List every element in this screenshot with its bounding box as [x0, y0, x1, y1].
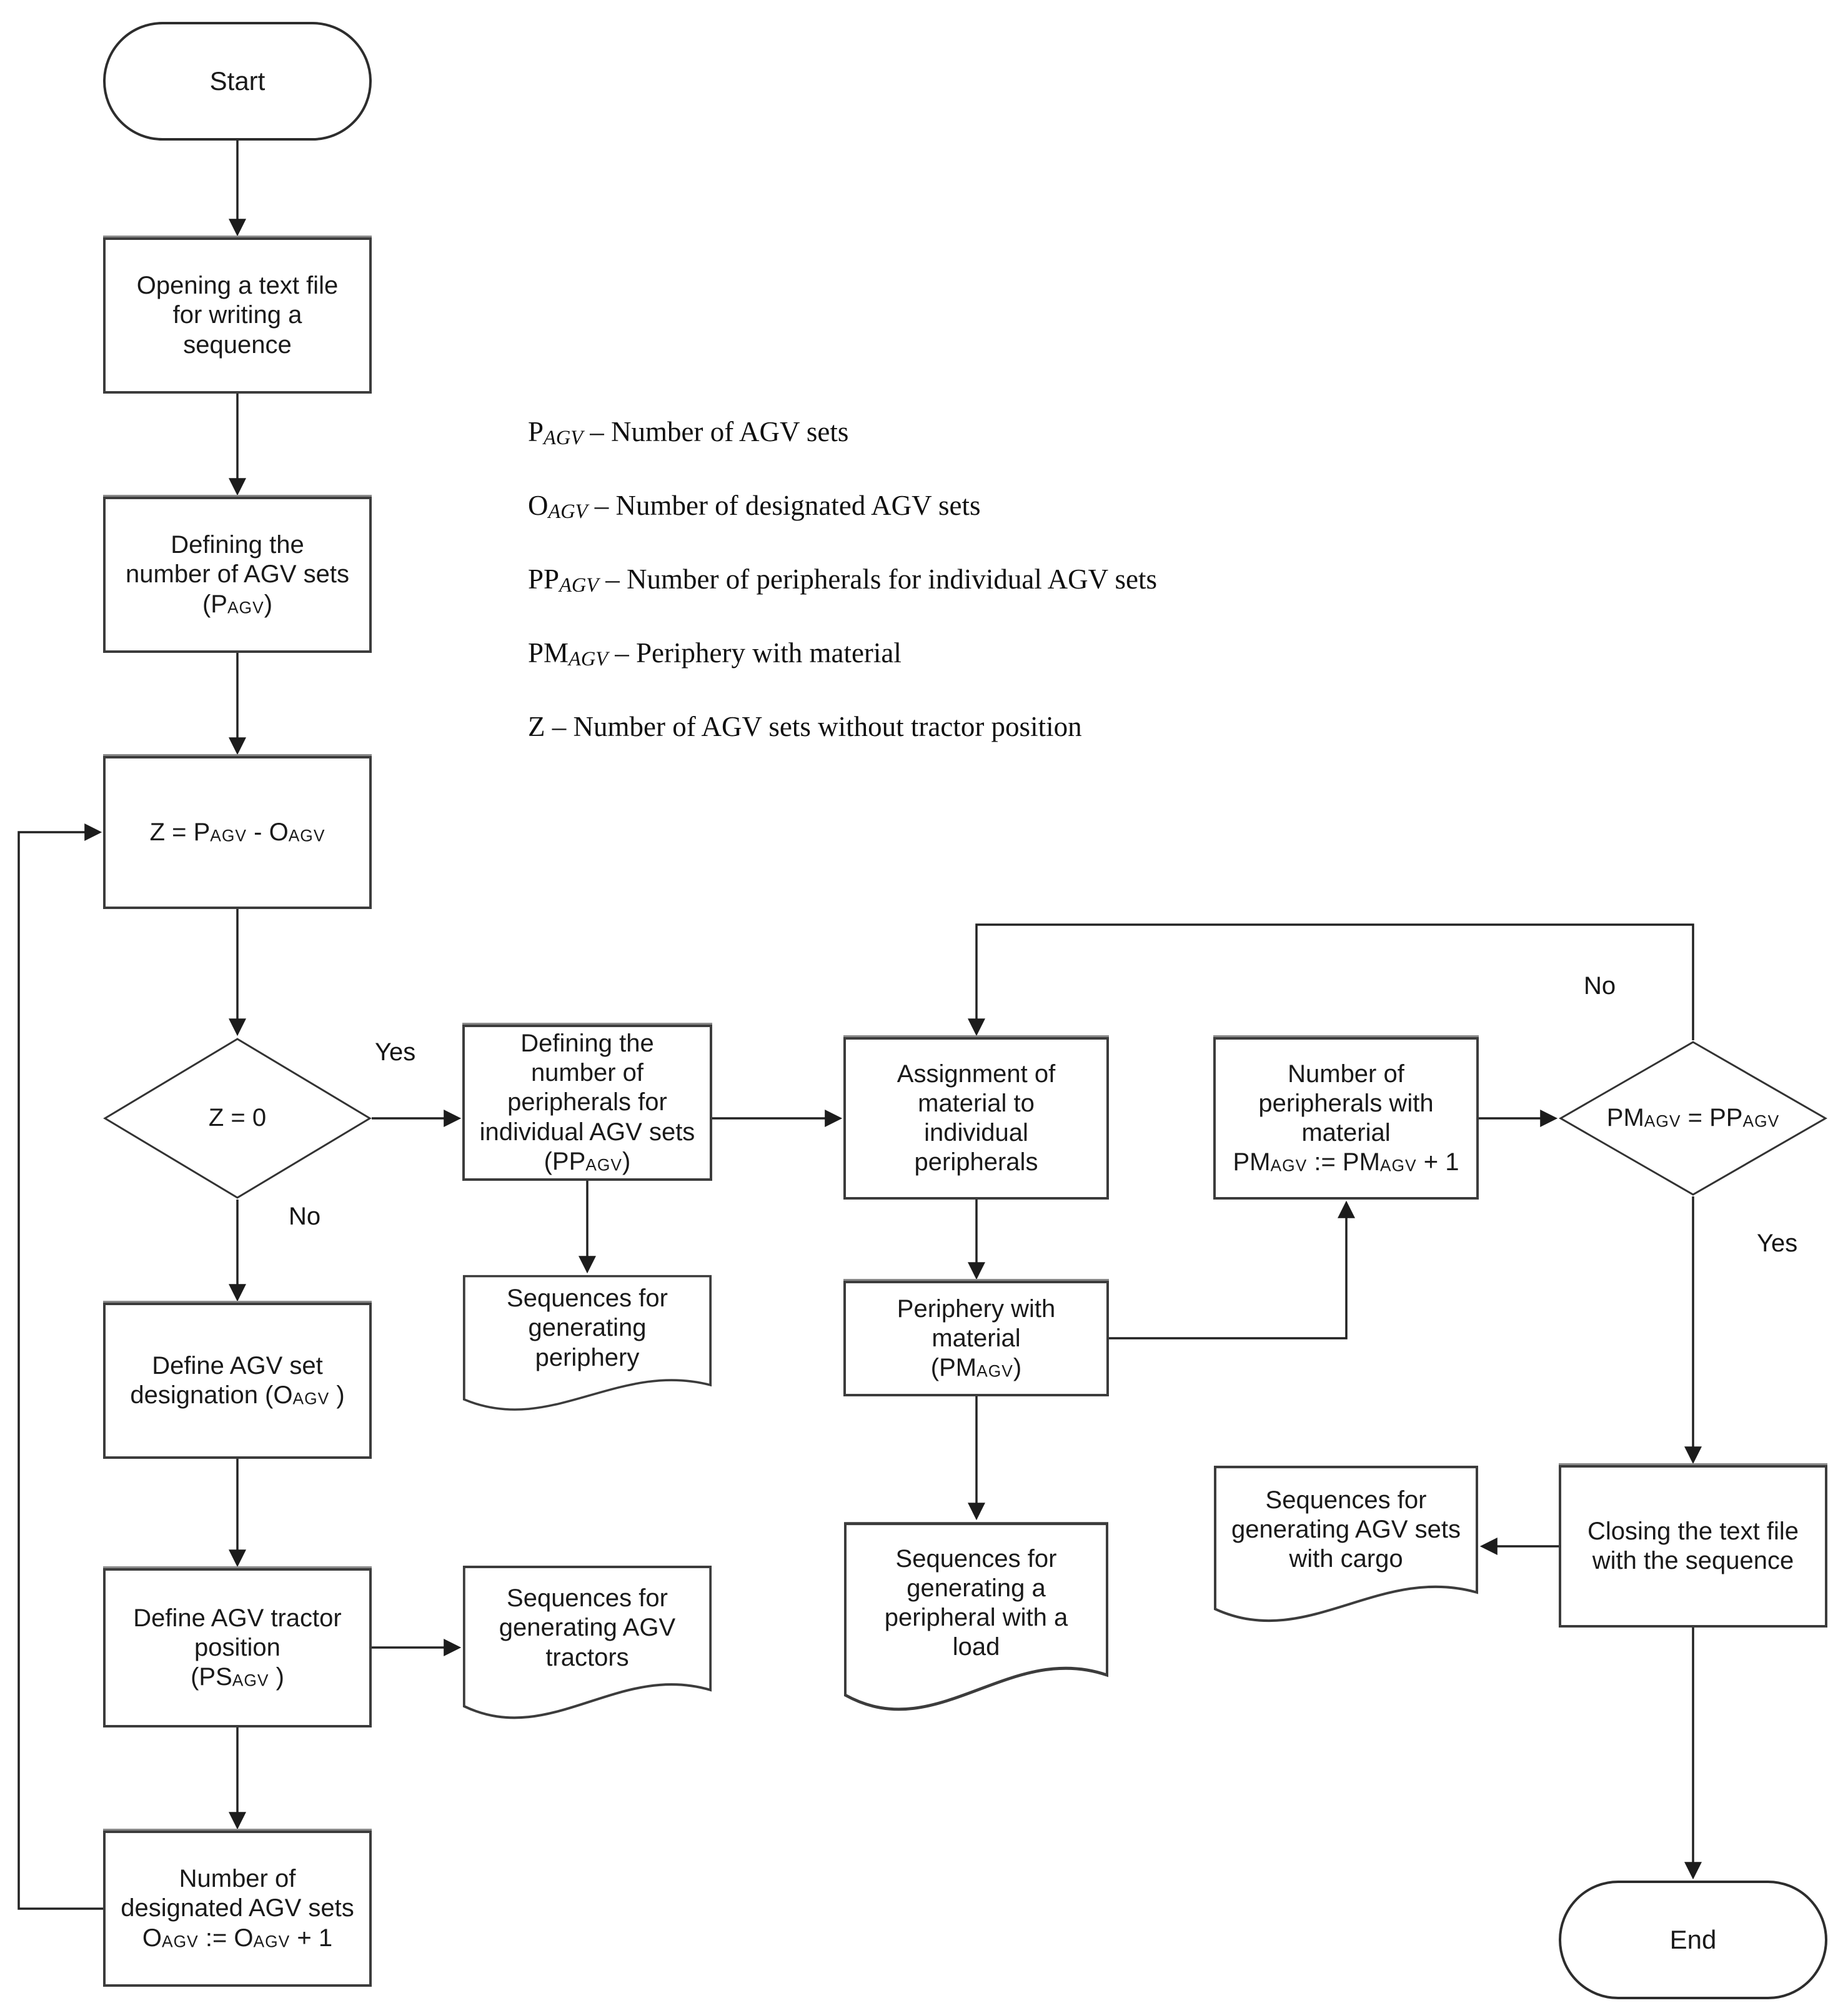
define-agv-sets-label: Defining the number of AGV sets (PAGV): [126, 531, 349, 618]
legend-item-oagv: OAGV – Number of designated AGV sets: [528, 490, 981, 524]
edge-label-pm-yes: Yes: [1757, 1230, 1798, 1257]
sequences-periphery-label: Sequences for generating periphery: [507, 1285, 668, 1371]
process-increment-designated-sets: Number of designated AGV sets OAGV := OA…: [103, 1831, 372, 1987]
sequences-peripheral-load-label: Sequences for generating a peripheral wi…: [884, 1544, 1068, 1661]
decision-z-zero-label: Z = 0: [208, 1104, 267, 1132]
define-peripherals-label: Defining the number of peripherals for i…: [479, 1030, 695, 1175]
decision-pm-equals-pp: PMAGV = PPAGV: [1559, 1040, 1827, 1196]
legend-item-z: Z – Number of AGV sets without tractor p…: [528, 711, 1082, 742]
define-tractor-position-label: Define AGV tractor position (PSAGV ): [133, 1604, 342, 1691]
decision-z-zero-shape: [103, 1038, 372, 1199]
document-sequences-cargo: Sequences for generating AGV sets with c…: [1213, 1465, 1479, 1631]
connector-pm-no-loop-to-assign: [968, 923, 1694, 1040]
connector-loop-designated-to-compute-z: [17, 823, 103, 1910]
process-open-text-file: Opening a text file for writing a sequen…: [103, 237, 372, 394]
define-agv-designation-label: Define AGV set designation (OAGV ): [130, 1351, 345, 1409]
periphery-with-material-label: Periphery with material (PMAGV): [897, 1295, 1056, 1382]
end-label: End: [1669, 1925, 1717, 1955]
document-sequences-peripheral-load-shape: [844, 1522, 1108, 1711]
decision-pm-equals-pp-label: PMAGV = PPAGV: [1606, 1104, 1780, 1132]
process-compute-z: Z = PAGV - OAGV: [103, 756, 372, 909]
process-define-tractor-position: Define AGV tractor position (PSAGV ): [103, 1568, 372, 1727]
start-label: Start: [209, 66, 266, 96]
edge-label-z-yes: Yes: [375, 1038, 416, 1066]
open-text-file-label: Opening a text file for writing a sequen…: [136, 272, 339, 359]
increment-peripherals-material-label: Number of peripherals with material PMAG…: [1233, 1060, 1459, 1176]
legend-item-ppagv: PPAGV – Number of peripherals for indivi…: [528, 564, 1158, 597]
process-periphery-with-material: Periphery with material (PMAGV): [843, 1281, 1109, 1396]
edge-label-pm-no: No: [1584, 972, 1616, 1000]
process-define-agv-designation: Define AGV set designation (OAGV ): [103, 1303, 372, 1459]
document-sequences-tractors: Sequences for generating AGV tractors: [462, 1565, 712, 1727]
terminator-start: Start: [103, 22, 372, 141]
document-sequences-cargo-shape: [1214, 1466, 1478, 1623]
document-sequences-tractors-shape: [462, 1566, 712, 1719]
terminator-end: End: [1559, 1881, 1827, 1999]
process-define-agv-sets: Defining the number of AGV sets (PAGV): [103, 497, 372, 653]
decision-z-zero: Z = 0: [103, 1037, 372, 1200]
process-assign-material: Assignment of material to individual per…: [843, 1037, 1109, 1200]
decision-pm-equals-pp-shape: [1559, 1041, 1827, 1196]
increment-designated-sets-label: Number of designated AGV sets OAGV := OA…: [121, 1865, 354, 1952]
process-increment-peripherals-material: Number of peripherals with material PMAG…: [1213, 1037, 1479, 1200]
document-sequences-periphery: Sequences for generating periphery: [462, 1275, 712, 1418]
sequences-cargo-label: Sequences for generating AGV sets with c…: [1231, 1486, 1461, 1573]
sequences-tractors-label: Sequences for generating AGV tractors: [499, 1584, 676, 1671]
edge-label-z-no: No: [289, 1203, 321, 1230]
legend-item-pagv: PAGV – Number of AGV sets: [528, 416, 849, 450]
document-sequences-periphery-shape: [462, 1275, 712, 1411]
document-sequences-peripheral-load: Sequences for generating a peripheral wi…: [843, 1521, 1109, 1721]
compute-z-label: Z = PAGV - OAGV: [149, 818, 325, 846]
process-define-peripherals: Defining the number of peripherals for i…: [462, 1025, 712, 1181]
close-text-file-label: Closing the text file with the sequence: [1587, 1517, 1799, 1574]
process-close-text-file: Closing the text file with the sequence: [1559, 1465, 1827, 1628]
assign-material-label: Assignment of material to individual per…: [897, 1060, 1056, 1176]
legend-item-pmagv: PMAGV – Periphery with material: [528, 637, 902, 671]
connector-periphery-material-to-increment-pm: [1109, 1200, 1355, 1340]
